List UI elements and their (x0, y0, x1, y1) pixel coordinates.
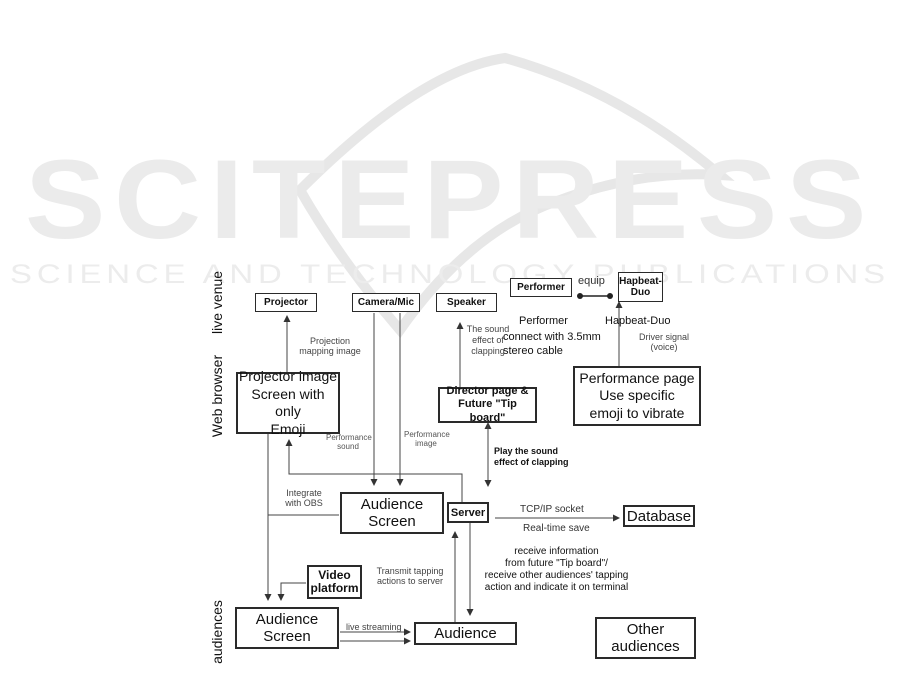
watermark-logo-sub: SCIENCE AND TECHNOLOGY PUBLICATIONS (10, 259, 890, 289)
equip-dot-left (577, 293, 583, 299)
director-page-box: Director page & Future "Tip board" (438, 385, 537, 424)
database-box: Database (623, 505, 695, 527)
server-box: Server (447, 502, 489, 523)
integrate-obs-label: Integrate with OBS (285, 488, 323, 508)
performer-caption: Performer (519, 315, 568, 327)
performer-box: Performer (510, 278, 572, 297)
watermark-logo-main: SCITEPRESS (25, 137, 875, 262)
projector-image-screen-box: Projector image Screen with only Emoji (236, 368, 340, 437)
performance-sound-label: Performance sound (326, 433, 372, 451)
performance-image-label: Performance image (404, 430, 450, 448)
lane-web-browser: Web browser (209, 354, 225, 438)
play-sound-label: Play the sound effect of clapping (494, 446, 569, 468)
speaker-box: Speaker (436, 293, 497, 312)
receive-info-label: receive information from future "Tip boa… (484, 546, 629, 593)
transmit-tapping-label: Transmit tapping actions to server (376, 566, 444, 586)
equip-label: equip (578, 275, 605, 287)
audience-box: Audience (414, 622, 517, 645)
driver-signal-label: Driver signal (voice) (638, 332, 689, 352)
arrow-video-platform-to-screen (277, 582, 306, 601)
connect-cable-label: connect with 3.5mm stereo cable (503, 331, 601, 357)
hapbeat-duo-box: Hapbeat- Duo (618, 272, 663, 302)
realtime-save-label: Real-time save (523, 523, 590, 534)
audience-screen-mid-box: Audience Screen (340, 492, 444, 534)
watermark-swoosh (293, 52, 735, 339)
live-streaming-label: live streaming (346, 622, 402, 632)
tcpip-socket-label: TCP/IP socket (520, 504, 584, 515)
lane-audiences: audiences (209, 600, 225, 664)
sound-effect-label: The sound effect of clapping (466, 324, 510, 356)
video-platform-box: Video platform (307, 565, 362, 599)
hapbeat-caption: Hapbeat-Duo (605, 315, 671, 327)
audience-screen-bottom-box: Audience Screen (235, 607, 339, 649)
projection-mapping-label: Projection mapping image (299, 336, 361, 356)
arrow-server-to-projector-screen (285, 439, 463, 502)
equip-dot-right (607, 293, 613, 299)
performance-page-box: Performance page Use specific emoji to v… (573, 366, 701, 426)
other-audiences-box: Other audiences (595, 617, 696, 659)
projector-box: Projector (255, 293, 317, 312)
camera-mic-box: Camera/Mic (352, 293, 420, 312)
lane-live-venue: live venue (209, 270, 225, 334)
